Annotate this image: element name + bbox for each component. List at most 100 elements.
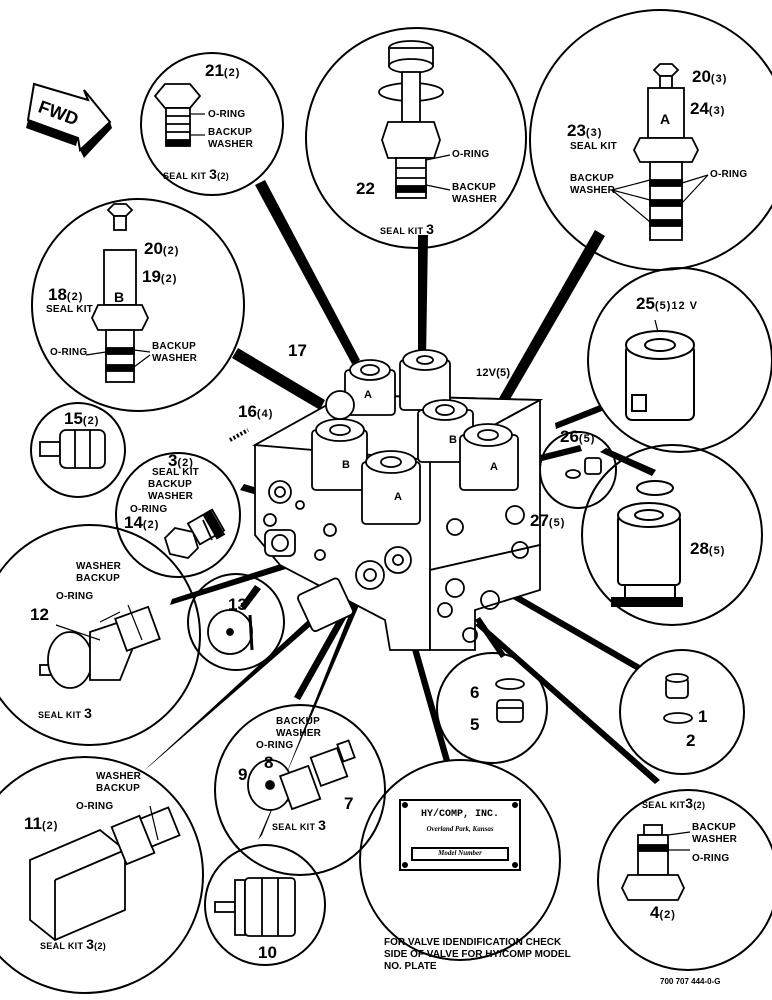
callout-8: 8: [264, 753, 274, 772]
valve-id-note: FOR VALVE IDENDIFICATION CHECK SIDE OF V…: [384, 937, 571, 972]
part-1-2-plug: [663, 673, 693, 724]
callout-27: 27(5): [530, 511, 566, 530]
callout-15: 15(2): [64, 409, 100, 428]
part-14-plug: [163, 508, 226, 559]
label-oring-12: O-RING: [56, 591, 94, 602]
callout-1: 1: [698, 707, 708, 726]
callout-9: 9: [238, 765, 248, 784]
part-6-5-seal: [495, 678, 525, 723]
label-washer-18: WASHER: [152, 353, 198, 364]
detail-circle-18: [31, 198, 245, 412]
letter-a-23: A: [660, 111, 671, 127]
label-backup-21: BACKUP: [208, 127, 252, 138]
part-4-plug: [621, 824, 691, 901]
coil-a-far-right: [459, 423, 519, 491]
part-22-valve: [378, 40, 451, 199]
detail-circle-nameplate: [359, 759, 561, 961]
label-backup-4: BACKUP: [692, 822, 736, 833]
label-washer-21: WASHER: [208, 139, 254, 150]
callout-12: 12: [30, 605, 49, 624]
callout-3: 3(2): [168, 451, 194, 470]
coil-back-center: [399, 349, 451, 411]
letter-b-18: B: [114, 289, 125, 305]
detail-circle-28: [581, 444, 763, 626]
nameplate-location: Overland Park, Kansas: [426, 825, 494, 833]
callout-25: 25(5)12 V: [636, 294, 699, 313]
solenoid-coils: [229, 349, 519, 525]
detail-circle-13: [187, 573, 285, 671]
label-backup-23: BACKUP: [570, 173, 614, 184]
label-washer-22: WASHER: [452, 194, 498, 205]
coil-letter-a3: A: [394, 491, 402, 503]
callout-12v: 12V(5): [476, 367, 511, 379]
detail-circle-15: [30, 402, 126, 498]
seal-kit-11: SEAL KIT 3(2): [40, 936, 107, 952]
callout-24: 24(3): [690, 99, 726, 118]
label-backup-22: BACKUP: [452, 182, 496, 193]
label-backup-3: BACKUP: [148, 479, 192, 490]
callout-17: 17: [288, 341, 307, 360]
part-23-cartridge: [611, 63, 709, 241]
detail-circle-12: [0, 524, 201, 746]
callout-21: 21(2): [205, 61, 241, 80]
label-washer-3: WASHER: [148, 491, 194, 502]
label-backup-18: BACKUP: [152, 341, 196, 352]
callout-13: 13: [228, 595, 247, 614]
callout-10: 10: [258, 943, 277, 962]
label-washer-4: WASHER: [692, 834, 738, 845]
seal-kit-22: SEAL KIT 3: [380, 221, 435, 237]
detail-circle-25: [587, 267, 772, 453]
label-oring-21: O-RING: [208, 109, 246, 120]
label-seal-kit-3: SEAL KIT: [152, 467, 199, 478]
callout-23: 23(3): [567, 121, 603, 140]
callout-6: 6: [470, 683, 480, 702]
callout-20-left: 20(2): [144, 239, 180, 258]
callout-28: 28(5): [690, 539, 726, 558]
seal-kit-7: SEAL KIT 3: [272, 817, 327, 833]
label-oring-4: O-RING: [692, 853, 730, 864]
callout-4: 4(2): [650, 903, 676, 922]
label-washer-7: WASHER: [276, 728, 322, 739]
callout-5: 5: [470, 715, 480, 734]
coil-letter-b2: B: [342, 459, 350, 471]
part-28-cover: [611, 480, 683, 607]
coil-letter-a2: A: [490, 461, 498, 473]
label-oring-3: O-RING: [130, 504, 168, 515]
callout-19: 19(2): [142, 267, 178, 286]
callout-14: 14(2): [124, 513, 160, 532]
nameplate-model: Model Number: [438, 849, 482, 857]
callout-18: 18(2): [48, 285, 84, 304]
drawing-reference: 700 707 444-0-G: [660, 977, 721, 986]
callout-22: 22: [356, 179, 375, 198]
label-washer-11: WASHER: [96, 771, 142, 782]
coil-b-left: [311, 418, 368, 491]
part-10-plug: [214, 877, 296, 937]
coil-a-back-left: [344, 359, 396, 416]
nameplate-company: HY/COMP, INC.: [420, 809, 499, 820]
coil-letter-b1: B: [449, 434, 457, 446]
part-15-plug: [39, 429, 106, 469]
detail-circle-3: [115, 452, 241, 578]
callout-2: 2: [686, 731, 696, 750]
callout-7: 7: [344, 794, 354, 813]
label-oring-18: O-RING: [50, 347, 88, 358]
label-washer-12: WASHER: [76, 561, 122, 572]
detail-circle-4: [597, 789, 772, 971]
label-washer-23: WASHER: [570, 185, 616, 196]
callout-11: 11(2): [24, 814, 59, 833]
part-12-valve: [39, 604, 161, 689]
detail-circle-11: [0, 756, 204, 994]
detail-circle-9: [214, 704, 386, 876]
label-backup-12: BACKUP: [76, 573, 120, 584]
seal-kit-4: SEAL KIT3(2): [642, 795, 706, 811]
callout-26: 26(5): [560, 427, 596, 446]
label-oring-23: O-RING: [710, 169, 748, 180]
part-26-plug: [565, 457, 602, 479]
part-18-cartridge: [85, 203, 151, 383]
callout-20-top: 20(3): [692, 67, 728, 86]
part-9-valve: [247, 739, 356, 811]
part-11-valve: [29, 805, 181, 942]
seal-kit-21: SEAL KIT 3(2): [163, 166, 230, 182]
